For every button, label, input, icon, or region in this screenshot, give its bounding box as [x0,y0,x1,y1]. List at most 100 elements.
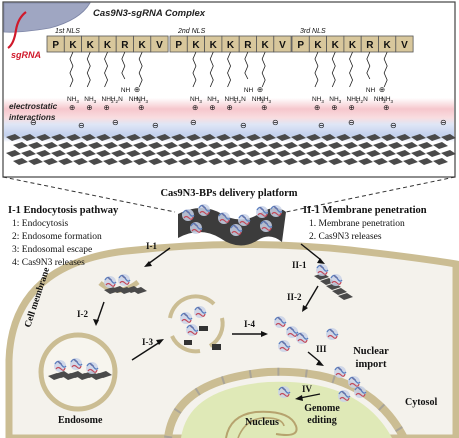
cas9n3-protein [69,357,83,371]
lysine-sidechain [383,51,388,88]
amine-label: NH3 [67,96,79,104]
arrow-ii1 [300,243,322,261]
amine-label: NH [244,87,254,94]
label-i2: I-2 [77,309,88,319]
label-ii1: II-1 [292,260,307,270]
amine-label: NH2 [252,96,264,104]
cas9n3-protein [259,219,273,233]
platform-title: Cas9N3-BPs delivery platform [160,188,297,199]
electrostatic-label-line2: interactions [9,113,56,122]
label-ii2: II-2 [287,292,302,302]
nucleus-label: Nucleus [245,417,279,428]
cas9n3-protein [185,323,199,337]
genome-editing-label-2: editing [307,415,336,426]
residue-letter: R [244,40,252,51]
sgrna-strand [7,11,27,49]
nuclear-import-text: Nuclear [353,346,389,357]
label-i4: I-4 [244,319,255,329]
lysine-sidechain [331,51,336,88]
endocytosis-pit [98,273,147,294]
complex-title: Cas9N3-sgRNA Complex [93,8,206,19]
negative-charges: ⊖⊖⊖⊖⊖⊖⊖⊖⊖⊖⊖ [30,118,447,130]
dna-strand [225,410,298,438]
pathway1-step-1: 1: Endocytosis [12,219,69,229]
residue-letter: K [104,40,112,51]
cas9n3-protein [273,315,287,329]
positive-charge: ⊕ [314,103,320,112]
genome-editing-text: Genome [304,403,340,414]
pathway-arrows [93,243,325,401]
ruptured-endosome [168,294,225,354]
positive-charge: ⊕ [227,103,233,112]
genome-editing-text-2: editing [307,415,336,426]
residue-box [273,35,292,53]
negative-charge: ⊖ [190,118,197,127]
lysine-sidechain [314,51,319,88]
label-iv: IV [302,384,313,394]
negative-charge: ⊖ [318,121,325,130]
genome-editing-label: Genome [304,403,340,414]
positive-charge: ⊕ [134,85,140,94]
residue-letter: V [279,40,286,51]
arrow-i3 [131,341,161,361]
electrostatic-text-2: interactions [9,113,56,122]
lysine-sidechain [69,51,74,88]
nuclear-envelope [164,367,408,438]
residue-box [395,35,414,53]
amine-label: NH2 [374,96,386,104]
lysine-sidechain [192,51,197,88]
residue-letter: K [87,40,95,51]
amine-label: NH [366,87,376,94]
cas9n3-protein [103,275,117,289]
lysine-sidechain [261,51,266,88]
residue-letter: K [332,40,340,51]
amine-label: H2N [111,96,123,104]
residue-letter: K [227,40,235,51]
nuclear-import-label-2: import [356,359,387,370]
cas9n3-protein [353,385,367,399]
cas9n3-protein [85,361,99,375]
cas9n3-protein [255,205,269,219]
negative-charge: ⊖ [348,118,355,127]
lysine-sidechain [86,51,91,88]
residue-letter: K [384,40,392,51]
positive-charge: ⊕ [379,85,385,94]
arrow-ii2 [304,285,319,309]
arrow-iv [299,393,321,399]
positive-charge: ⊕ [383,103,389,112]
positive-charge: ⊕ [257,85,263,94]
lysine-sidechain [349,51,353,88]
endosome-label: Endosome [58,415,103,426]
negative-charge: ⊖ [30,118,37,127]
residue-letter: V [156,40,163,51]
positive-charge: ⊕ [86,103,92,112]
amine-label: NH3 [84,96,96,104]
pathway1-step-2: 2: Endosome formation [12,231,102,242]
arginine-sidechain [366,51,371,80]
cas9n3-protein [189,221,203,235]
lysine-sidechain [227,51,231,88]
zoom-line-right [285,176,456,213]
sgrna-label: sgRNA [11,50,41,60]
amine-label: H2N [356,96,368,104]
cytosol-label: Cytosol [405,397,437,408]
cas9n3-protein [295,331,309,345]
positive-charge: ⊕ [349,103,355,112]
cas9n3-protein [53,359,67,373]
amine-label: NH3 [347,96,359,104]
electrostatic-label-line1: electrostatic [9,102,58,111]
pathway2-title: II-1 Membrane penetration [303,205,427,216]
positive-charge: ⊕ [69,103,75,112]
residue-letter: K [314,40,322,51]
amine-label: NH3 [190,96,202,104]
residue-letter: K [139,40,147,51]
nls-label: 2nd NLS [177,28,206,35]
nls-label: 1st NLS [55,28,80,35]
cas9n3-protein [229,223,243,237]
residue-letter: P [52,40,59,51]
label-i1: I-1 [146,241,157,251]
